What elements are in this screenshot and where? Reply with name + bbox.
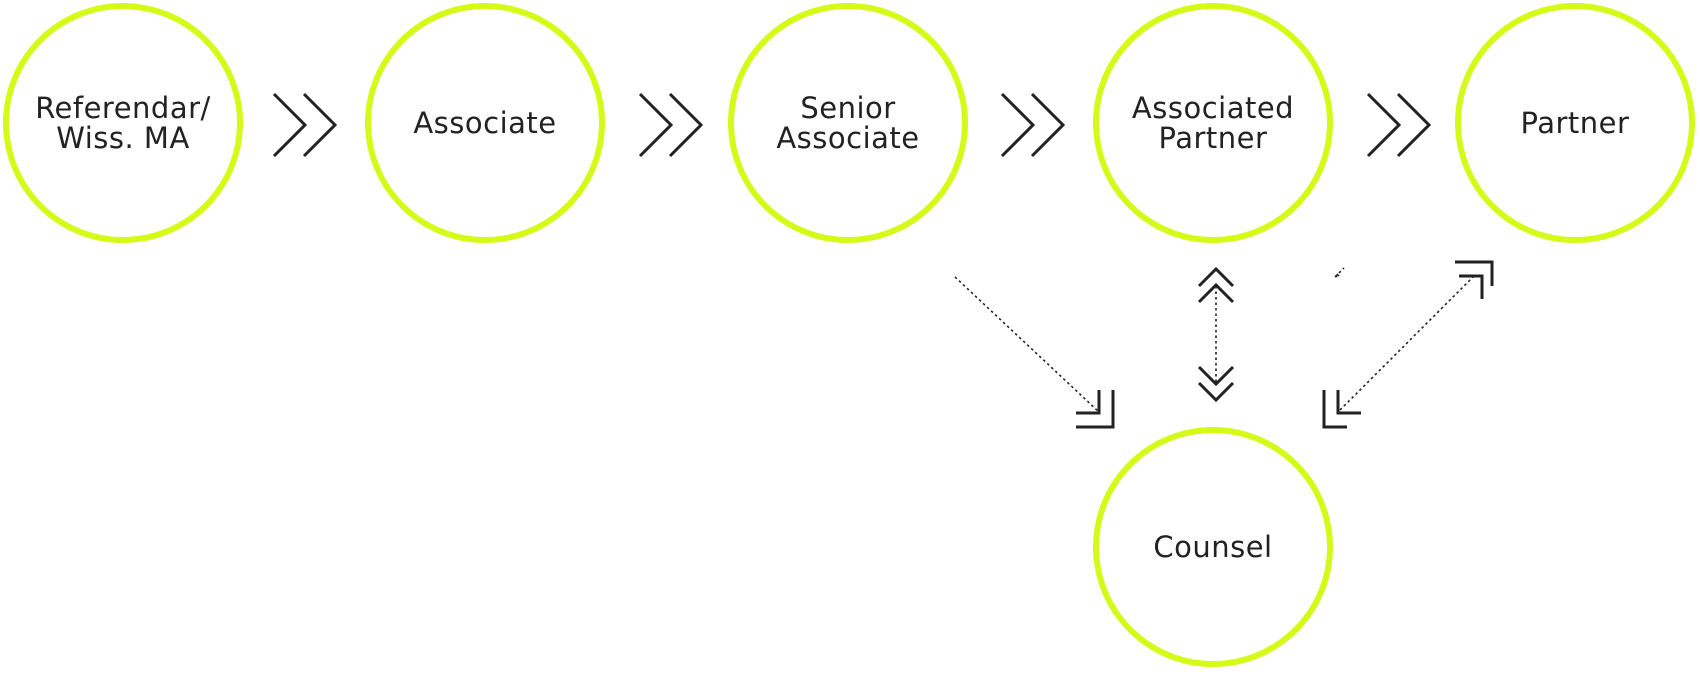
node-senior-associate: Senior Associate: [728, 3, 968, 243]
edge-counsel-partner: [1322, 260, 1494, 429]
edge-senior-associate-to-associated-partner: [1000, 92, 1066, 158]
node-counsel: Counsel: [1093, 427, 1333, 667]
node-label-counsel: Counsel: [1153, 530, 1273, 564]
node-label-referendar: Referendar/ Wiss. MA: [35, 91, 211, 155]
edge-associate-to-senior-associate: [638, 92, 704, 158]
node-label-associated-partner: Associated Partner: [1131, 91, 1295, 155]
node-label-partner: Partner: [1520, 106, 1630, 140]
node-associate: Associate: [365, 3, 605, 243]
edge-senior-associate-to-counsel: [954, 276, 1115, 429]
node-label-senior-associate: Senior Associate: [776, 91, 920, 155]
edge-associated-partner-counsel: [1197, 266, 1235, 403]
edge-associated-partner-to-partner: [1366, 92, 1432, 158]
node-associated-partner: Associated Partner: [1093, 3, 1333, 243]
edge-referendar-to-associate: [272, 92, 338, 158]
node-label-associate: Associate: [413, 106, 557, 140]
node-referendar: Referendar/ Wiss. MA: [3, 3, 243, 243]
node-partner: Partner: [1455, 3, 1695, 243]
